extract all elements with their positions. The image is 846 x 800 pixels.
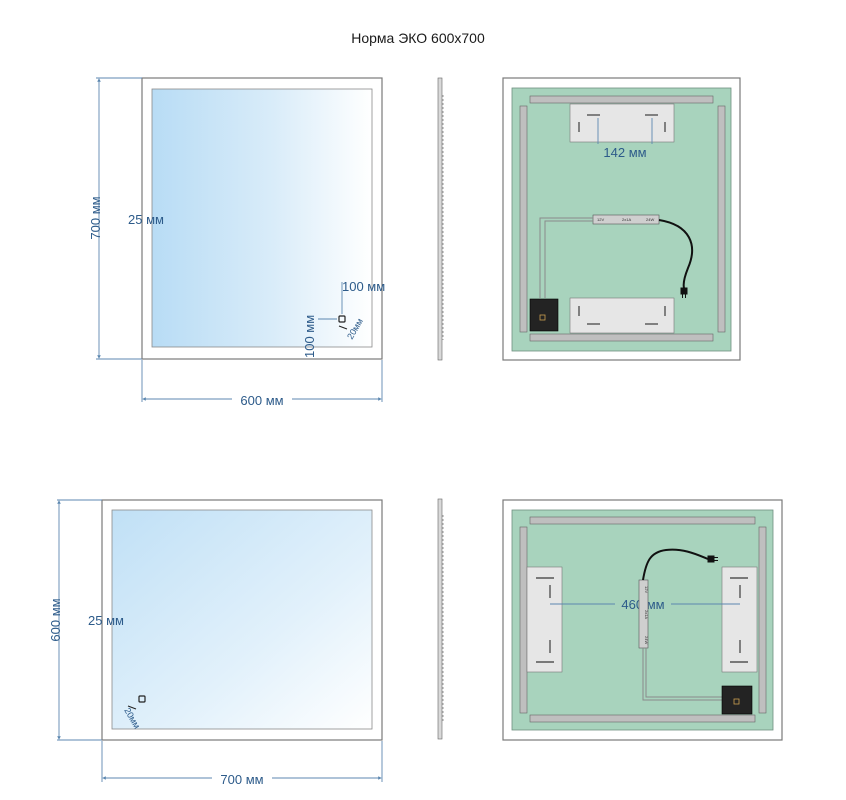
mounting-bracket [721,566,758,673]
power-plug-icon [707,555,718,563]
svg-text:24W: 24W [644,636,649,644]
width-dimension-label: 700 мм [220,772,263,787]
power-cable [658,219,693,289]
led-strip [529,714,756,723]
led-strip [758,526,767,714]
sensor-offset-x-label: 100 мм [342,279,385,294]
height-dimension-label: 700 мм [88,196,103,239]
mirror-glass [111,509,373,730]
mounting-bracket [526,566,563,673]
touch-sensor-icon [338,315,346,323]
led-strip [529,333,714,342]
power-cable [642,548,709,581]
width-dimension-label: 600 мм [240,393,283,408]
led-strip [529,95,714,104]
frame-width-label: 25 мм [88,613,124,628]
top-back-view: 142 мм 12V 2x1A 24W [502,77,741,361]
svg-text:24W: 24W [646,217,654,222]
svg-text:2x1A: 2x1A [622,217,631,222]
mirror-glass [151,88,373,348]
mounting-bracket [569,103,675,143]
bracket-spacing-label: 142 мм [603,145,646,160]
led-strip [717,105,726,333]
frame-width-label: 25 мм [128,212,164,227]
sensor-offset-y-label: 100 мм [302,315,317,358]
led-strip [519,526,528,714]
bottom-back-view: 460 мм 12V 2x1A 24W [502,499,783,741]
switch-box [721,685,753,715]
bottom-front-view: 600 мм 25 мм 700 мм 20мм [48,499,383,787]
led-strip [519,105,528,333]
top-side-view [437,77,444,361]
bottom-side-view [437,498,444,740]
power-plug-icon [680,287,688,298]
page-title: Норма ЭКО 600х700 [351,30,485,46]
led-driver [592,214,660,225]
mounting-bracket [569,297,675,334]
top-front-view: 700 мм 25 мм 600 мм 100 мм 100 мм 20мм [88,77,385,408]
touch-sensor-icon [138,695,146,703]
height-dimension-label: 600 мм [48,598,63,641]
led-strip [529,516,756,525]
svg-text:2x1A: 2x1A [644,610,649,619]
svg-text:12V: 12V [644,586,649,593]
svg-text:12V: 12V [597,217,604,222]
